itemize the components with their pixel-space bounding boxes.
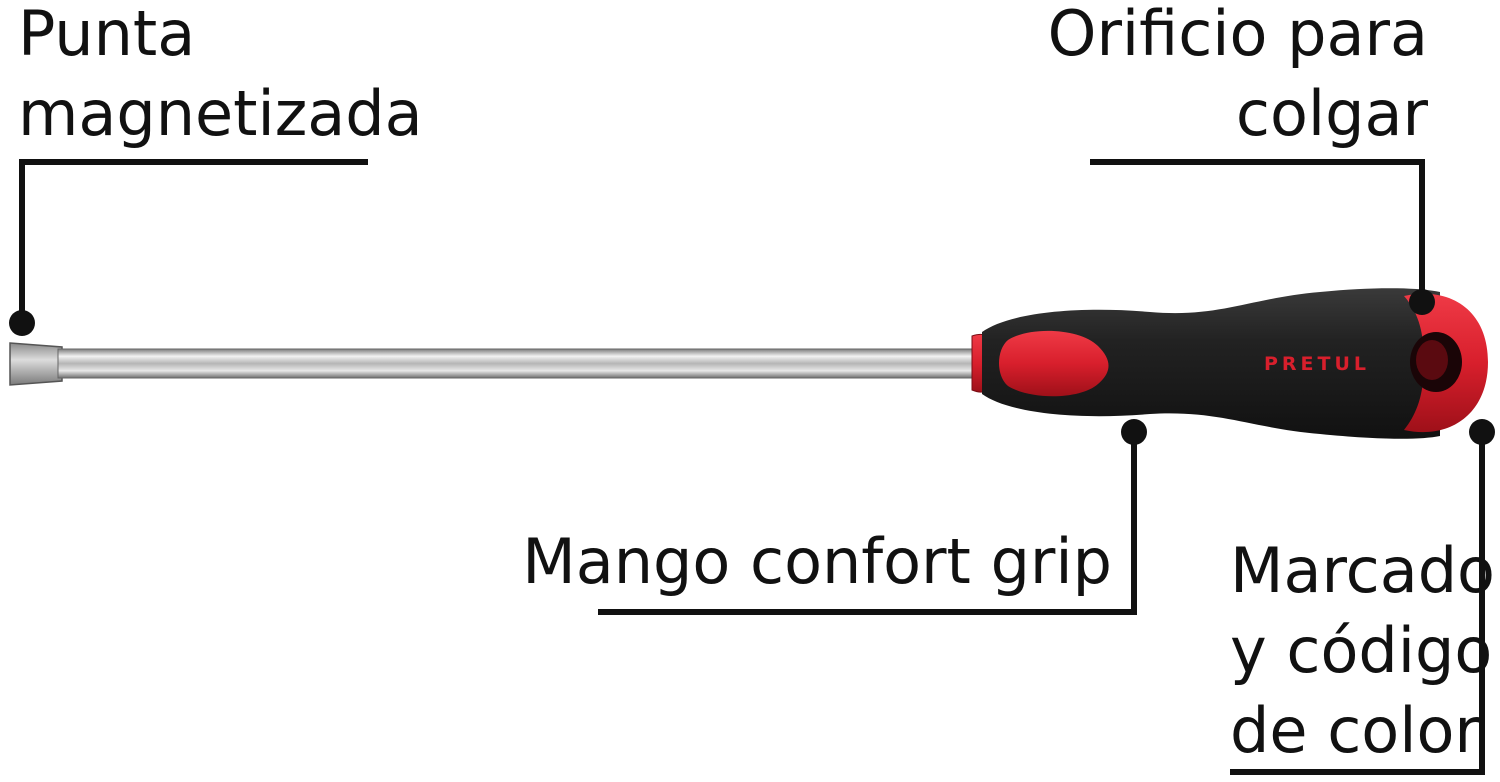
callout-color-leader xyxy=(1230,434,1485,775)
blade-tip xyxy=(9,342,63,386)
callout-hole-dot xyxy=(1409,289,1435,315)
callout-color-dot xyxy=(1469,419,1495,445)
callout-tip-line1: Punta xyxy=(18,0,195,70)
callout-color-line2: y código xyxy=(1230,614,1492,687)
screwdriver: PRETUL xyxy=(9,288,1488,439)
grip-insert xyxy=(999,330,1109,397)
callout-color-line3: de color xyxy=(1230,694,1480,767)
callout-tip-leader xyxy=(19,159,368,322)
callout-grip: Mango confort grip xyxy=(522,419,1147,615)
callout-hole: Orificio para colgar xyxy=(1048,0,1435,315)
callout-tip: Punta magnetizada xyxy=(9,0,423,336)
callout-tip-dot xyxy=(9,310,35,336)
callout-grip-line1: Mango confort grip xyxy=(522,525,1112,598)
shaft xyxy=(57,348,979,379)
callout-color-line1: Marcado xyxy=(1230,534,1495,607)
callout-tip-line2: magnetizada xyxy=(18,77,423,150)
hanging-hole-inner xyxy=(1416,340,1448,380)
brand-logo: PRETUL xyxy=(1264,353,1370,375)
handle-body xyxy=(982,288,1440,439)
callout-hole-leader xyxy=(1090,159,1425,300)
callout-hole-line1: Orificio para xyxy=(1048,0,1428,70)
callout-grip-dot xyxy=(1121,419,1147,445)
callout-hole-line2: colgar xyxy=(1236,77,1429,150)
callout-color-code: Marcado y código de color xyxy=(1230,419,1495,775)
callout-grip-leader xyxy=(598,434,1137,615)
